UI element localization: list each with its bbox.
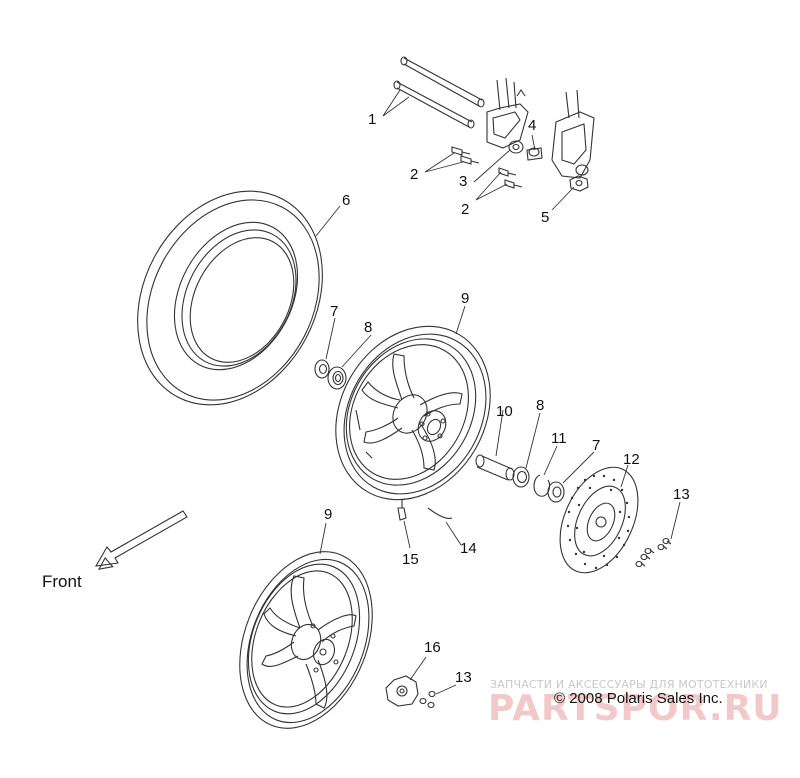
circlip-11 [533, 474, 551, 497]
balance-weight-14 [427, 507, 453, 519]
callout-1: 1 [368, 111, 377, 128]
copyright-text: © 2008 Polaris Sales Inc. [554, 690, 723, 707]
callout-2: 2 [410, 166, 419, 183]
callout-13b: 13 [455, 669, 472, 686]
callout-12: 12 [623, 451, 640, 468]
callout-11: 11 [551, 430, 567, 447]
callout-6: 6 [342, 192, 351, 209]
seal-7-right [547, 481, 565, 503]
callout-9: 9 [461, 290, 470, 307]
callout-8b: 8 [536, 397, 545, 414]
bearing-8-right [512, 466, 530, 488]
callout-16: 16 [424, 639, 441, 656]
callout-8: 8 [364, 319, 373, 336]
callout-10: 10 [496, 403, 513, 420]
wheel-upper [335, 325, 491, 501]
watermark-logo: PARTSPOR.RU [488, 688, 783, 729]
front-arrow [94, 510, 188, 570]
watermark-tagline: ЗАПЧАСТИ И АКСЕССУАРЫ ДЛЯ МОТОТЕХНИКИ [490, 678, 768, 691]
bearing-8-left [327, 366, 347, 390]
callout-7b: 7 [592, 437, 601, 454]
callout-7: 7 [330, 303, 339, 320]
bolts-2-upper [451, 146, 480, 165]
callout-4: 4 [528, 117, 537, 134]
wheel-lower [239, 551, 373, 729]
spacer-4 [526, 147, 543, 161]
leader-lines [315, 89, 681, 695]
fork-leg-right [551, 89, 595, 179]
front-label: Front [42, 572, 82, 591]
nut-5 [569, 175, 589, 192]
carrier-bolts-13-lower [419, 690, 436, 709]
carrier-16 [385, 675, 419, 707]
callout-5: 5 [541, 209, 550, 226]
disc-bolts-13-upper [635, 537, 672, 568]
axle-pair [393, 56, 485, 129]
callout-13: 13 [673, 486, 690, 503]
brake-disc-12 [559, 466, 639, 574]
spacer-3 [508, 140, 524, 154]
callout-3: 3 [459, 173, 468, 190]
callout-15: 15 [402, 551, 419, 568]
callout-2b: 2 [461, 201, 470, 218]
callout-14: 14 [460, 540, 477, 557]
bolts-2-lower [498, 167, 523, 189]
fork-leg-left [486, 77, 529, 149]
valve-stem-15 [397, 500, 407, 521]
seal-7-left [314, 359, 330, 379]
callout-9b: 9 [324, 506, 333, 523]
tire [137, 190, 323, 406]
spacer-tube-10 [475, 454, 515, 481]
